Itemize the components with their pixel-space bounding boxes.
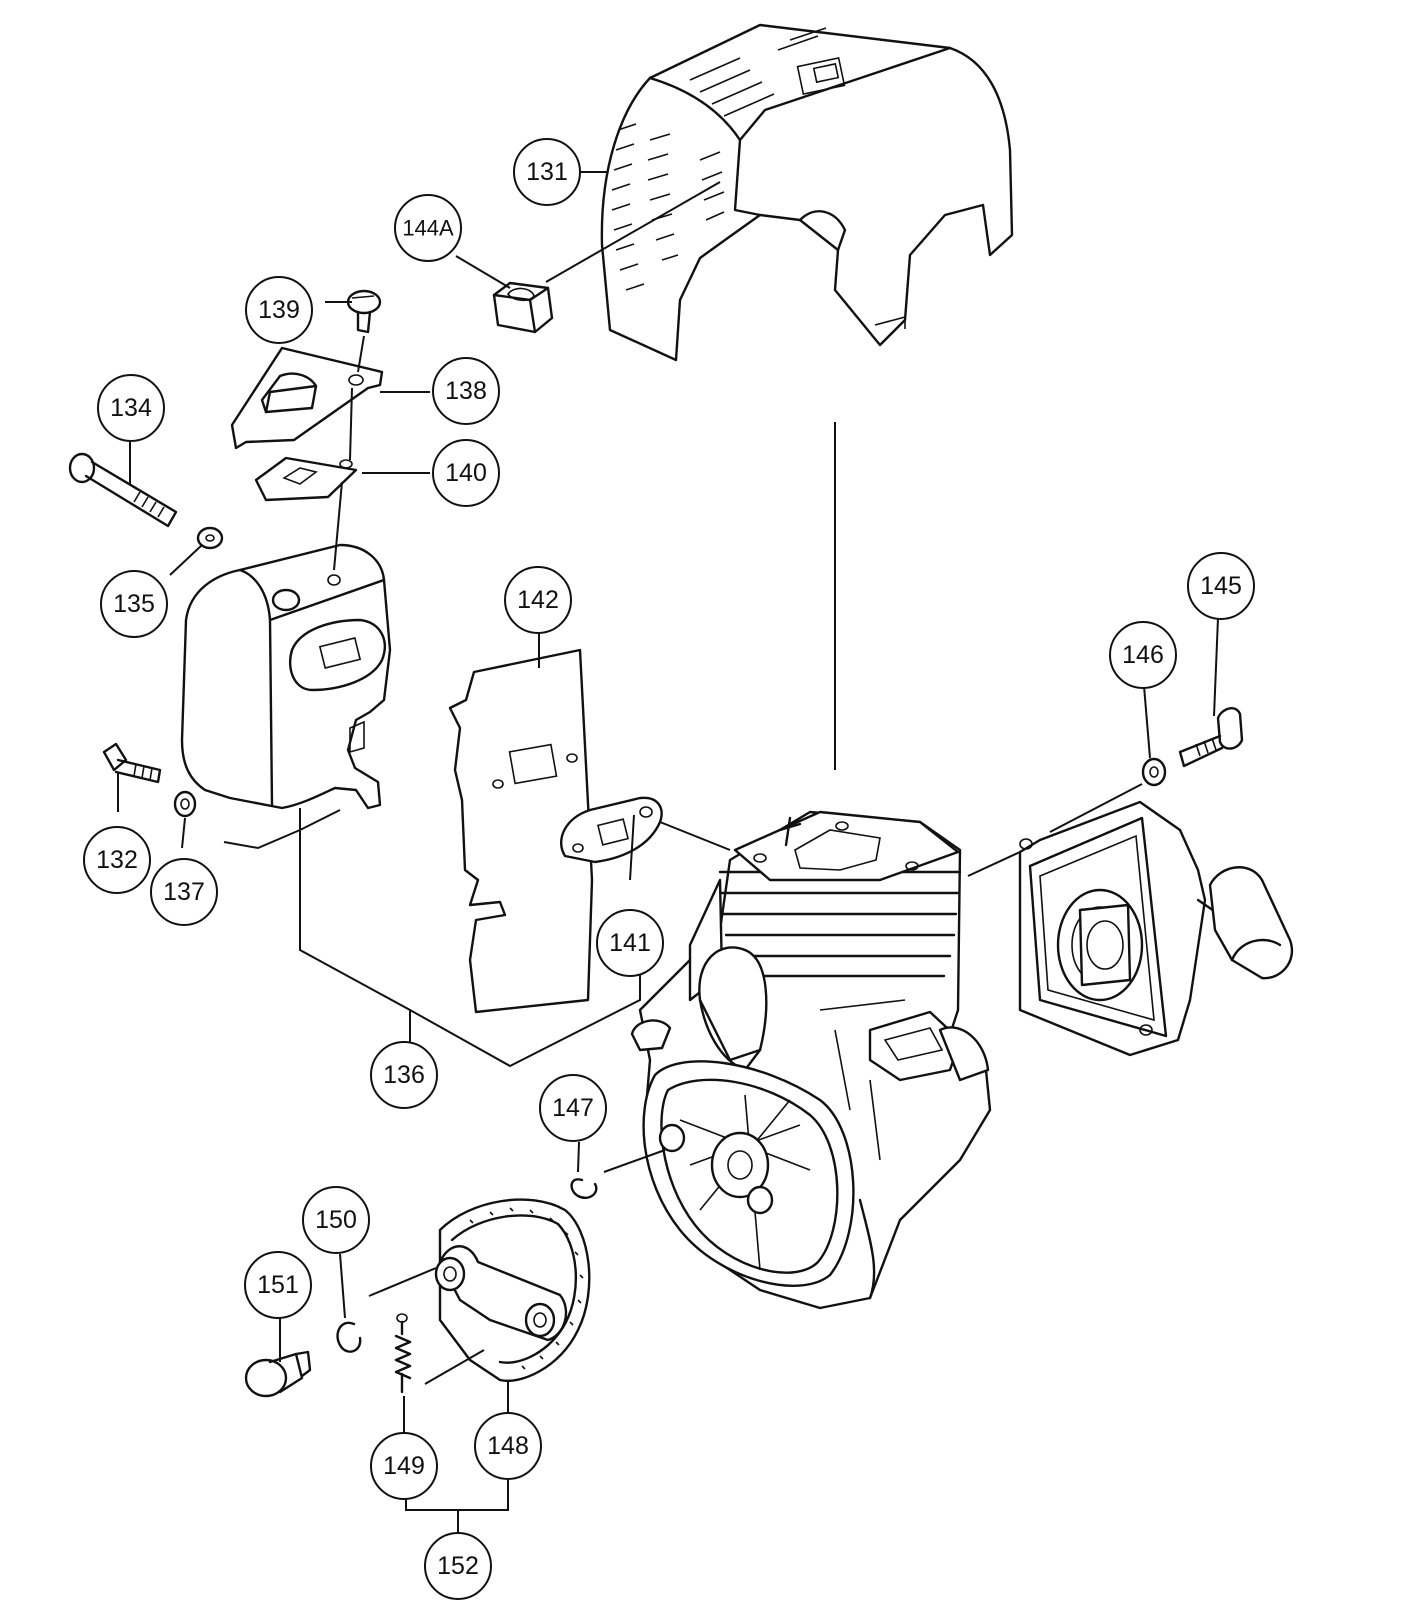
callout-147: 147 xyxy=(539,1074,607,1142)
spark-arrester-cover-part xyxy=(230,346,384,450)
muffler-part xyxy=(180,543,392,810)
callout-135-label: 135 xyxy=(113,590,155,618)
insulator-part xyxy=(560,796,663,864)
callout-152-label: 152 xyxy=(437,1552,479,1580)
callout-148: 148 xyxy=(474,1412,542,1480)
callout-148-label: 148 xyxy=(487,1432,529,1460)
washer-135-part xyxy=(196,526,224,550)
clutch-bolt-part xyxy=(244,1350,312,1398)
clutch-spring-part xyxy=(394,1313,412,1394)
callout-138: 138 xyxy=(432,357,500,425)
callout-144A: 144A xyxy=(394,194,462,262)
callout-132: 132 xyxy=(83,826,151,894)
grommet-part xyxy=(492,281,554,334)
large-gasket-part xyxy=(448,648,594,1014)
engine-cover-part xyxy=(600,23,1014,362)
callout-141: 141 xyxy=(596,909,664,977)
small-gasket-part xyxy=(254,456,358,502)
callout-145: 145 xyxy=(1187,552,1255,620)
callout-149: 149 xyxy=(370,1432,438,1500)
callout-135: 135 xyxy=(100,570,168,638)
recoil-starter-part xyxy=(1018,800,1293,1057)
callout-138-label: 138 xyxy=(445,377,487,405)
callout-150-label: 150 xyxy=(315,1206,357,1234)
callout-141-label: 141 xyxy=(609,929,651,957)
callout-131: 131 xyxy=(513,138,581,206)
bolt-132-part xyxy=(102,742,162,784)
clutch-shoe-part xyxy=(434,1198,591,1383)
e-ring-150-part xyxy=(336,1321,362,1353)
callout-150: 150 xyxy=(302,1186,370,1254)
callout-142: 142 xyxy=(504,566,572,634)
callout-137: 137 xyxy=(150,858,218,926)
callout-144A-label: 144A xyxy=(402,216,454,241)
callout-139: 139 xyxy=(245,276,313,344)
callout-146: 146 xyxy=(1109,621,1177,689)
washer-146-part xyxy=(1141,757,1167,787)
callout-140-label: 140 xyxy=(445,459,487,487)
circlip-147-part xyxy=(570,1178,598,1199)
callout-152: 152 xyxy=(424,1532,492,1600)
leader-lines xyxy=(117,171,1219,1534)
callout-132-label: 132 xyxy=(96,846,138,874)
callout-134-label: 134 xyxy=(110,394,152,422)
callout-136: 136 xyxy=(370,1041,438,1109)
callout-142-label: 142 xyxy=(517,586,559,614)
callout-131-label: 131 xyxy=(526,158,568,186)
callout-147-label: 147 xyxy=(552,1094,594,1122)
callout-145-label: 145 xyxy=(1200,572,1242,600)
callout-137-label: 137 xyxy=(163,878,205,906)
callout-149-label: 149 xyxy=(383,1452,425,1480)
bolt-145-part xyxy=(1178,707,1244,768)
callout-136-label: 136 xyxy=(383,1061,425,1089)
callout-151: 151 xyxy=(244,1251,312,1319)
callout-140: 140 xyxy=(432,439,500,507)
callout-139-label: 139 xyxy=(258,296,300,324)
callout-134: 134 xyxy=(97,374,165,442)
washer-137-part xyxy=(173,790,197,818)
engine-assembly-part xyxy=(630,810,992,1310)
screw-139-part xyxy=(346,289,382,334)
callout-151-label: 151 xyxy=(257,1271,299,1299)
callout-146-label: 146 xyxy=(1122,641,1164,669)
long-bolt-part xyxy=(68,452,178,528)
